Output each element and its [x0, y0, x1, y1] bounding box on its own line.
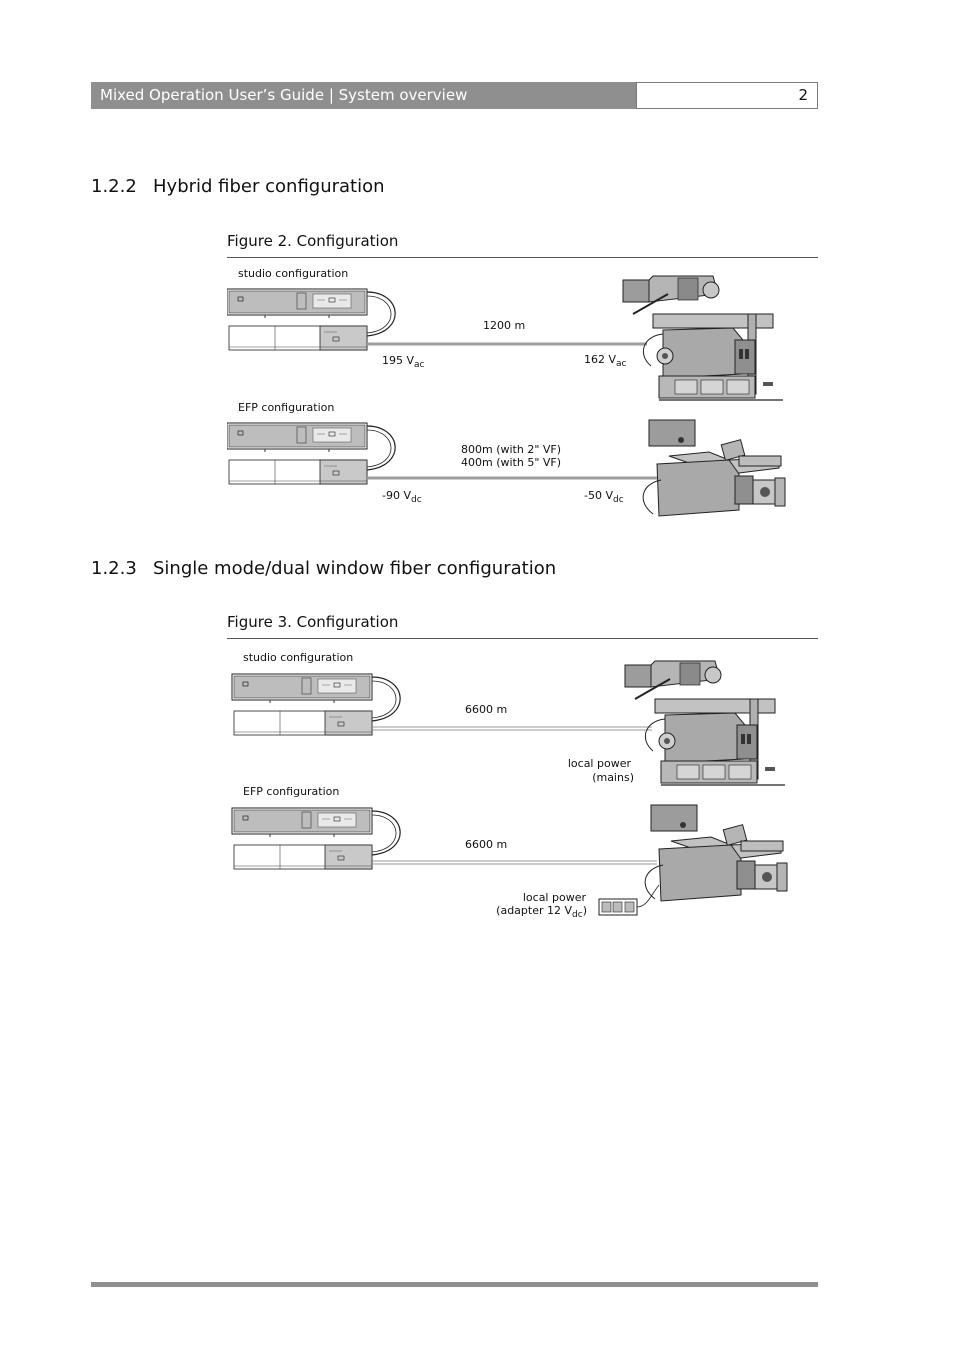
figure-rule: [227, 638, 818, 639]
efp-distance-line1: 800m (with 2" VF): [461, 443, 561, 456]
figure-3-diagram: studio configuration 6600 m local power …: [227, 645, 818, 925]
section-title: Single mode/dual window fiber configurat…: [153, 558, 557, 579]
studio-power-line1: local power: [568, 757, 632, 770]
efp-distance: 6600 m: [465, 838, 507, 851]
page-number: 2: [636, 82, 818, 109]
studio-power-line2: (mains): [592, 771, 634, 784]
footer-rule: [91, 1282, 818, 1287]
section-number: 1.2.3: [91, 558, 137, 579]
base-station-icon: [227, 288, 396, 351]
efp-config-label: EFP configuration: [243, 785, 339, 798]
section-title: Hybrid fiber configuration: [153, 176, 385, 197]
efp-camera-icon: [642, 419, 786, 517]
single-mode-config-svg: studio configuration 6600 m local power …: [231, 651, 788, 920]
power-adapter-icon: [598, 884, 660, 916]
efp-distance-line2: 400m (with 5" VF): [461, 456, 561, 469]
header-title: Mixed Operation User’s Guide | System ov…: [91, 82, 636, 109]
base-station-icon: [231, 673, 401, 736]
efp-base-voltage: -90 Vdc: [382, 489, 422, 505]
studio-camera-icon: [622, 275, 784, 401]
base-station-icon: [227, 422, 396, 485]
section-heading-single-mode: 1.2.3 Single mode/dual window fiber confi…: [91, 558, 556, 579]
studio-distance: 6600 m: [465, 703, 507, 716]
section-heading-hybrid: 1.2.2 Hybrid fiber configuration: [91, 176, 385, 197]
figure-rule: [227, 257, 818, 258]
efp-power-line2: (adapter 12 Vdc): [496, 904, 587, 920]
efp-camera-icon: [644, 804, 788, 902]
studio-config-label: studio configuration: [238, 267, 348, 280]
figure-2-diagram: studio configuration 1200 m 195 Vac 162 …: [227, 262, 818, 532]
efp-camera-voltage: -50 Vdc: [584, 489, 624, 505]
studio-camera-voltage: 162 Vac: [584, 353, 627, 369]
studio-base-voltage: 195 Vac: [382, 354, 425, 370]
hybrid-config-svg: studio configuration 1200 m 195 Vac 162 …: [227, 267, 786, 517]
studio-config-label: studio configuration: [243, 651, 353, 664]
figure-caption: Figure 3. Configuration: [227, 613, 399, 631]
studio-camera-icon: [624, 660, 786, 786]
studio-distance: 1200 m: [483, 319, 525, 332]
efp-power-line1: local power: [523, 891, 587, 904]
efp-config-label: EFP configuration: [238, 401, 334, 414]
base-station-icon: [231, 807, 401, 870]
section-number: 1.2.2: [91, 176, 137, 197]
figure-caption: Figure 2. Configuration: [227, 232, 399, 250]
